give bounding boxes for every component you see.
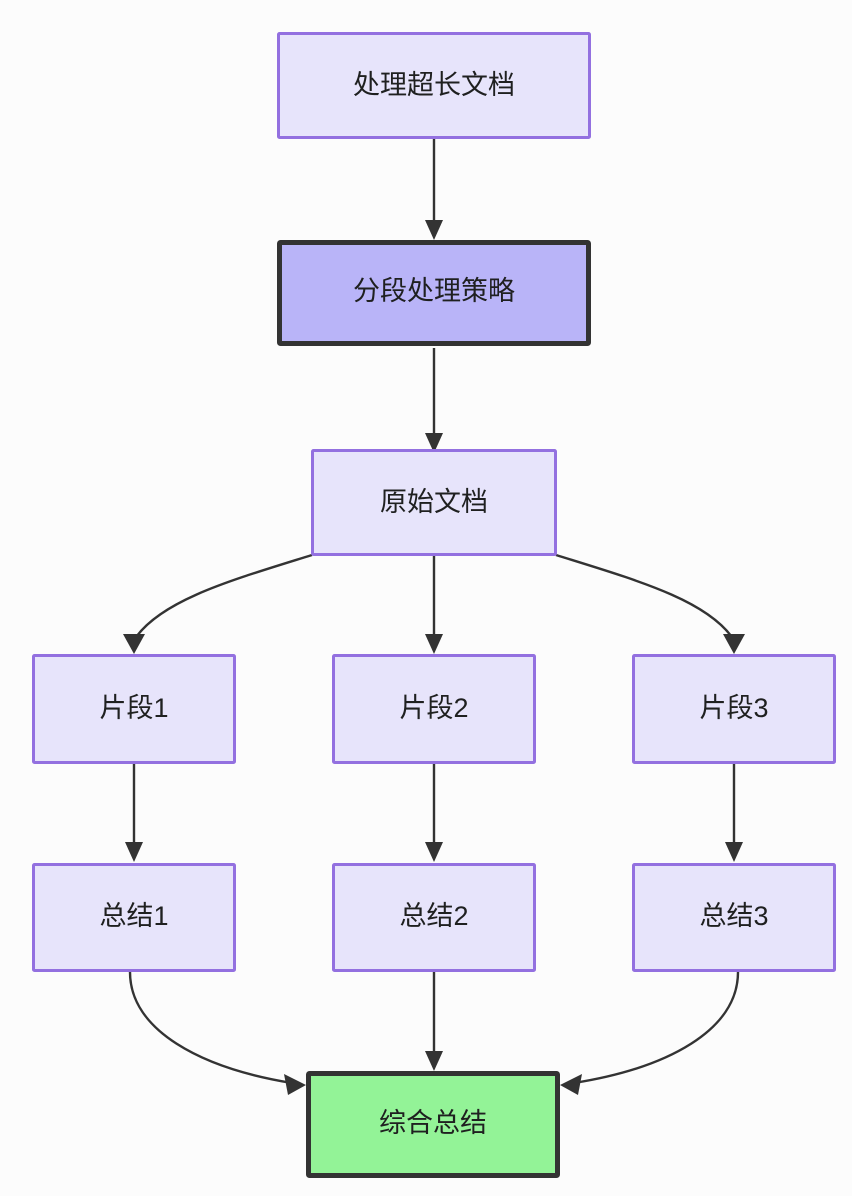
arrowhead-icon: [560, 1074, 582, 1095]
node-fragment-3[interactable]: 片段3: [632, 654, 836, 764]
node-label: 综合总结: [379, 1108, 487, 1138]
edge-n9-n10: [560, 971, 740, 1095]
node-shape[interactable]: [632, 654, 836, 764]
arrowhead-icon: [425, 220, 443, 240]
node-summary-3[interactable]: 总结3: [632, 863, 836, 972]
node-final-summary[interactable]: 综合总结: [306, 1071, 560, 1178]
node-shape[interactable]: [277, 240, 591, 346]
edge-n3-n6: [555, 553, 745, 654]
edge-n4-n7: [125, 764, 143, 862]
node-original-document[interactable]: 原始文档: [311, 449, 557, 556]
edge-n3-n4: [123, 553, 313, 654]
node-label: 总结1: [99, 901, 168, 931]
node-fragment-1[interactable]: 片段1: [32, 654, 236, 764]
node-label: 片段2: [399, 693, 468, 723]
edge-n7-n10: [128, 971, 306, 1095]
node-label: 片段1: [99, 693, 168, 723]
node-chunking-strategy[interactable]: 分段处理策略: [277, 240, 591, 346]
arrowhead-icon: [425, 634, 443, 654]
node-summary-2[interactable]: 总结2: [332, 863, 536, 972]
node-label: 分段处理策略: [353, 276, 515, 306]
node-shape[interactable]: [306, 1071, 560, 1178]
node-fragment-2[interactable]: 片段2: [332, 654, 536, 764]
node-shape[interactable]: [277, 32, 591, 139]
node-label: 处理超长文档: [353, 70, 515, 100]
arrowhead-icon: [125, 842, 143, 862]
arrowhead-icon: [425, 842, 443, 862]
arrowhead-icon: [284, 1074, 306, 1095]
node-label: 总结3: [699, 901, 768, 931]
arrowhead-icon: [725, 842, 743, 862]
node-layer: 处理超长文档 分段处理策略 原始文档 片段1 片段2: [32, 32, 836, 1178]
node-shape[interactable]: [311, 449, 557, 556]
arrowhead-icon: [123, 634, 145, 654]
node-label: 原始文档: [380, 487, 488, 517]
node-summary-1[interactable]: 总结1: [32, 863, 236, 972]
edge-n5-n8: [425, 764, 443, 862]
arrowhead-icon: [425, 433, 443, 453]
node-shape[interactable]: [32, 654, 236, 764]
node-process-long-document[interactable]: 处理超长文档: [277, 32, 591, 139]
node-shape[interactable]: [332, 863, 536, 972]
arrowhead-icon: [723, 634, 745, 654]
edge-n1-n2: [425, 139, 443, 240]
edge-n6-n9: [725, 764, 743, 862]
edge-n3-n5: [425, 556, 443, 654]
node-shape[interactable]: [332, 654, 536, 764]
node-shape[interactable]: [632, 863, 836, 972]
node-label: 片段3: [699, 693, 768, 723]
edge-layer: [123, 139, 745, 1095]
node-label: 总结2: [399, 901, 468, 931]
arrowhead-icon: [425, 1051, 443, 1071]
node-shape[interactable]: [32, 863, 236, 972]
edge-n8-n10: [425, 972, 443, 1071]
edge-n2-n3: [425, 348, 443, 453]
